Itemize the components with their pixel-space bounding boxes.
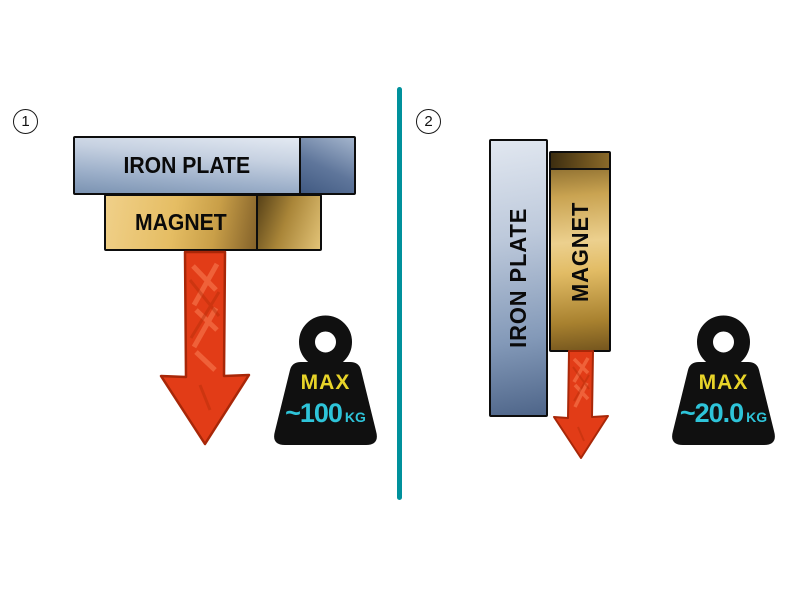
magnet-vertical: MAGNET (549, 151, 611, 352)
weight-value: ~100 (285, 398, 343, 428)
iron-plate-side-face (301, 138, 354, 193)
magnet-label: MAGNET (566, 201, 593, 302)
panel-divider (397, 87, 402, 500)
iron-plate-label: IRON PLATE (505, 207, 531, 349)
kettlebell-shape (672, 315, 775, 445)
magnet-front-face: MAGNET (106, 196, 258, 249)
max-label: MAX (698, 371, 749, 394)
iron-plate-front-face: IRON PLATE (75, 138, 301, 193)
down-arrow-icon (159, 250, 251, 446)
weight-unit: KG (344, 409, 366, 425)
weight-value: ~20.0 (679, 398, 744, 428)
iron-plate-label: IRON PLATE (123, 152, 251, 178)
magnet-label: MAGNET (135, 209, 227, 235)
iron-plate-vertical: IRON PLATE (489, 139, 548, 417)
step-badge-1: 1 (13, 109, 38, 134)
max-label: MAX (300, 371, 351, 394)
weight-unit: KG (746, 409, 768, 425)
step-badge-2: 2 (416, 109, 441, 134)
magnet-horizontal: MAGNET (104, 194, 322, 251)
down-arrow-icon (553, 350, 609, 459)
magnet-side-face (258, 196, 320, 249)
iron-plate-horizontal: IRON PLATE (73, 136, 356, 195)
kettlebell-shape (274, 315, 377, 445)
magnet-top-face (551, 153, 609, 170)
